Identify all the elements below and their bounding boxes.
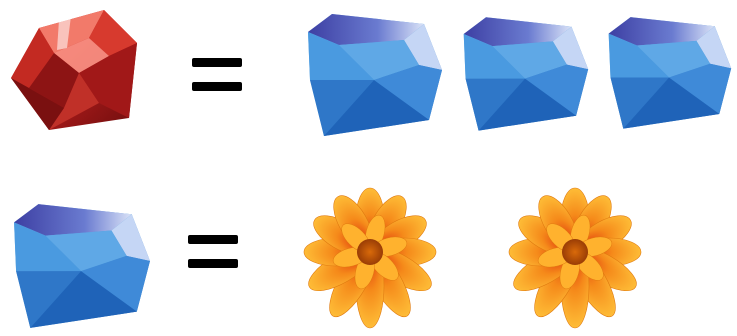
equals-sign	[192, 58, 242, 91]
equals-sign	[188, 235, 238, 268]
blue-diamond-icon	[605, 12, 733, 132]
ruby-gem-icon	[9, 8, 141, 132]
blue-diamond-icon	[460, 12, 590, 134]
blue-diamond-icon	[304, 10, 444, 138]
blue-diamond-icon	[10, 200, 152, 330]
orange-flower-icon	[485, 190, 665, 332]
orange-flower-icon	[280, 190, 460, 332]
